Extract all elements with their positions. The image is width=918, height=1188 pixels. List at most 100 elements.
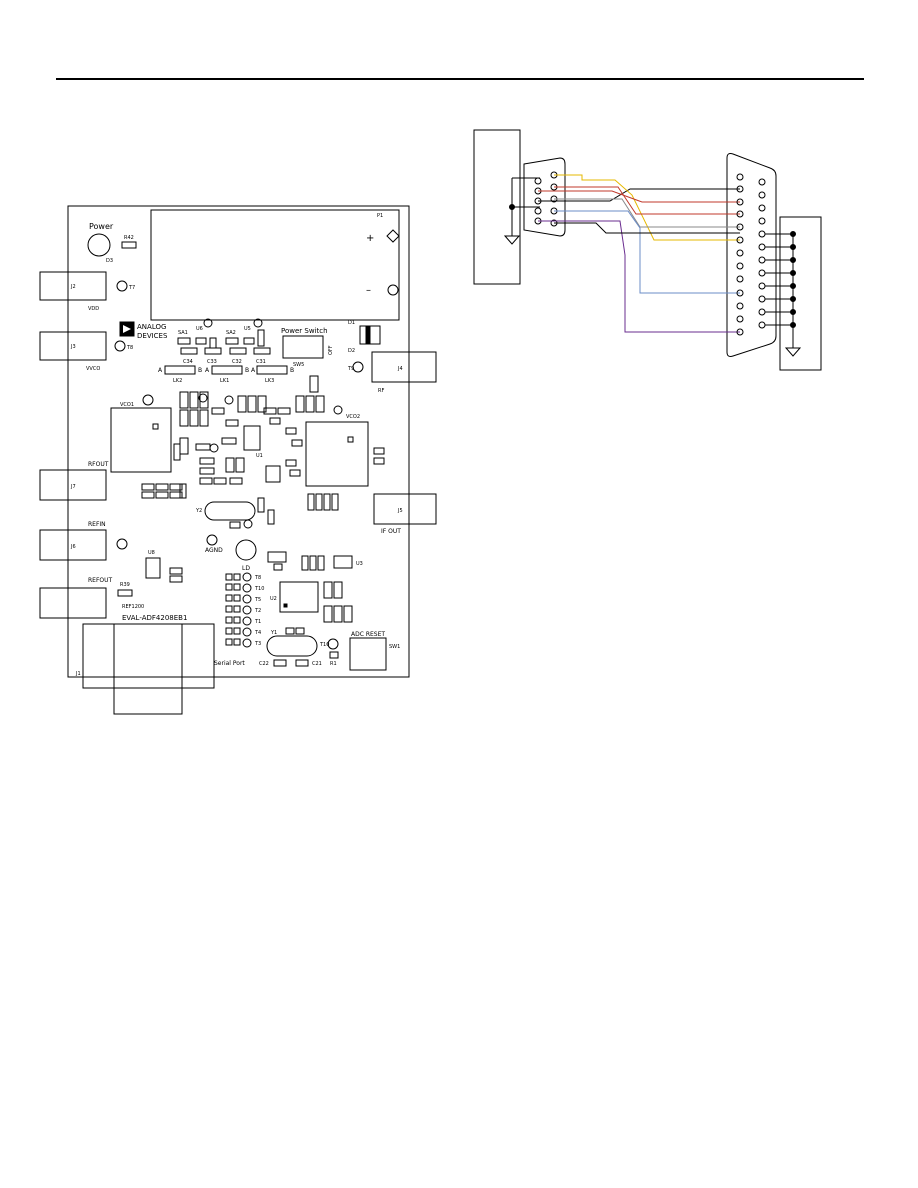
label-j1: J1: [75, 671, 81, 677]
label-plus: +: [366, 233, 374, 244]
testpoint-label-1: T10: [254, 586, 264, 592]
db25-connector: [726, 153, 777, 357]
label-t7: T7: [128, 285, 135, 291]
svg-text:B: B: [290, 367, 294, 374]
ground-icon-right: [784, 347, 802, 357]
svg-text:A: A: [251, 367, 256, 374]
label-ld: LD: [242, 565, 250, 572]
label-d2: D2: [348, 348, 355, 354]
j4-connector: [371, 351, 437, 383]
label-c34: C34: [183, 359, 193, 365]
wire-ground-link: [554, 222, 740, 234]
testpoint-label-3: T2: [254, 608, 261, 614]
testpoint-label-6: T3: [254, 641, 261, 647]
label-r42: R42: [124, 235, 134, 241]
db25-left-pins: [736, 173, 744, 336]
label-sa1: SA1: [178, 330, 188, 336]
u2-chip: [279, 581, 319, 613]
label-t10: T10: [319, 642, 329, 648]
label-c22: C22: [259, 661, 269, 667]
label-r1: R1: [330, 661, 337, 667]
label-p1: P1: [377, 213, 383, 219]
testpoint-label-5: T4: [254, 630, 261, 636]
label-sa2: SA2: [226, 330, 236, 336]
svg-text:A: A: [158, 367, 163, 374]
label-u6: U6: [196, 326, 203, 332]
label-vdd: VDD: [88, 306, 99, 312]
label-c21: C21: [312, 661, 322, 667]
j3-connector: [39, 331, 107, 361]
label-off: OFF: [328, 345, 334, 355]
testpoint-label-2: T5: [254, 597, 261, 603]
label-vco1: VCO1: [120, 402, 134, 408]
wire-black: [538, 188, 740, 202]
minus-terminal: [387, 284, 399, 296]
label-j2: J2: [70, 284, 76, 290]
ground-icon-left: [503, 235, 521, 245]
ground-ties: [765, 231, 796, 328]
wire-purple: [538, 220, 740, 333]
wire-red-1: [554, 186, 740, 215]
board-outline: [67, 205, 410, 678]
j6-connector: [39, 529, 107, 561]
label-u5: U5: [244, 326, 251, 332]
y1-crystal: [266, 635, 318, 657]
cable-wires: [538, 174, 740, 333]
power-led: [87, 233, 111, 257]
label-refnum: REF1200: [122, 604, 144, 610]
label-minus: –: [366, 285, 371, 296]
label-rfout: RFOUT: [88, 461, 109, 468]
label-power: Power: [89, 222, 114, 231]
u8-chip: [145, 557, 161, 579]
label-eval-board: EVAL-ADF4208EB1: [122, 614, 187, 622]
battery-holder: [150, 209, 400, 321]
label-adc-reset: ADC RESET: [351, 631, 385, 638]
j2-connector: [39, 271, 107, 301]
label-j4: J4: [397, 366, 403, 372]
y2-crystal: [204, 501, 256, 521]
label-t8: T8: [126, 345, 133, 351]
diamond-terminal: [386, 229, 400, 243]
db25-right-pins: [758, 178, 766, 329]
refout-connector: [39, 587, 107, 619]
svg-text:B: B: [245, 367, 249, 374]
label-serial-port: Serial Port: [214, 660, 245, 667]
label-u1: U1: [256, 453, 263, 459]
j7-connector: [39, 469, 107, 501]
power-switch: [282, 335, 324, 359]
t7-testpoint: [116, 280, 128, 292]
label-lk3: LK3: [265, 378, 274, 384]
label-y1: Y1: [270, 630, 277, 636]
u3-chip: [333, 555, 353, 569]
db9-connector: [523, 157, 566, 237]
label-d3: D3: [106, 258, 113, 264]
label-c33: C33: [207, 359, 217, 365]
u1-chip: [243, 425, 261, 451]
label-j7: J7: [70, 484, 76, 490]
label-r39: R39: [120, 582, 130, 588]
label-sw1: SW1: [389, 644, 400, 650]
page-header-rule: [56, 78, 864, 80]
vco1-module: [110, 407, 172, 473]
label-lk2: LK2: [173, 378, 182, 384]
board-block-right: [779, 216, 822, 371]
wire-red-2: [538, 190, 740, 203]
label-j5: J5: [397, 508, 403, 514]
label-lk1: LK1: [220, 378, 229, 384]
label-vco2: VCO2: [346, 414, 360, 420]
label-d1: D1: [348, 320, 355, 326]
label-analog: ANALOG: [137, 323, 166, 331]
label-vvco: VVCO: [86, 366, 100, 372]
label-u3: U3: [356, 561, 363, 567]
j5-connector: [373, 493, 437, 525]
j1-db-shell: [113, 687, 183, 715]
label-j3: J3: [70, 344, 76, 350]
wire-blue: [554, 210, 740, 294]
vco2-module: [305, 421, 369, 487]
testpoint-label-0: T8: [254, 575, 261, 581]
ld-led: [235, 539, 257, 561]
label-t9: T9: [347, 366, 354, 372]
label-if-out: IF OUT: [381, 528, 401, 535]
